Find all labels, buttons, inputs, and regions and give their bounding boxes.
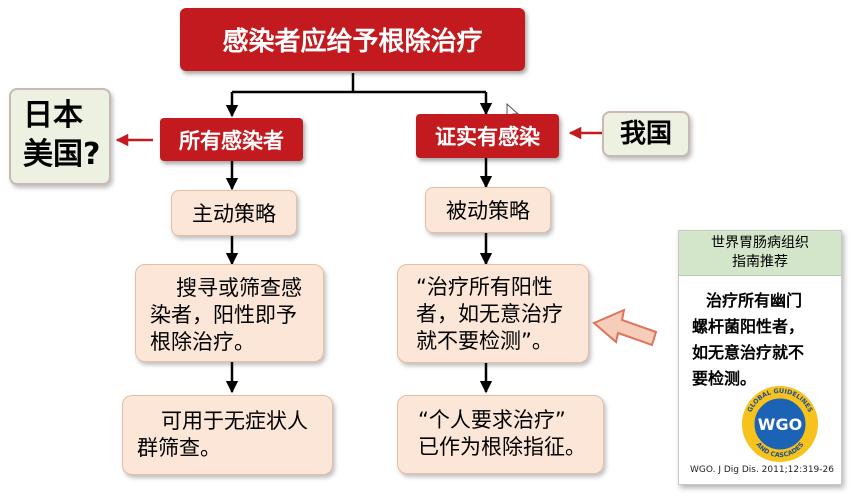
right-step1-line-3: 就不要检测”。 (416, 329, 553, 353)
wgo-logo-icon: GLOBAL GUIDELINES AND CASCADES WGO (742, 386, 818, 462)
wgo-body-line-4: 要检测。 (692, 369, 757, 388)
wgo-body-line-2: 螺杆菌阳性者， (692, 317, 805, 336)
wgo-title-line-2: 指南推荐 (732, 254, 788, 270)
wgo-body-line-3: 如无意治疗就不 (692, 343, 805, 362)
wgo-panel: 世界胃肠病组织 指南推荐 治疗所有幽门 螺杆菌阳性者， 如无意治疗就不 要检测。… (678, 230, 842, 485)
right-step1-line-1: “治疗所有阳性 (416, 275, 553, 299)
right-step1-line-2: 者，如无意治疗 (416, 302, 563, 326)
right-header: 证实有感染 (416, 114, 559, 158)
left-strategy: 主动策略 (171, 190, 297, 236)
left-step1-box: 搜寻或筛查感 染者，阳性即予 根除治疗。 (135, 264, 324, 362)
wgo-panel-header: 世界胃肠病组织 指南推荐 (679, 231, 841, 276)
right-strategy: 被动策略 (425, 187, 551, 233)
top-box: 感染者应给予根除治疗 (180, 8, 525, 71)
question-box: 日本 美国? (9, 88, 111, 185)
wgo-logo-text: WGO (758, 415, 802, 434)
left-header: 所有感染者 (160, 118, 303, 161)
right-step2-box: “个人要求治疗” 已作为根除指征。 (397, 395, 604, 474)
right-step2-line-1: “个人要求治疗” (418, 408, 566, 432)
left-step1-line-3: 根除治疗。 (150, 330, 255, 354)
question-line-2: 美国? (23, 137, 101, 172)
block-arrow-icon (592, 308, 658, 347)
left-step2-box: 可用于无症状人 群筛查。 (122, 395, 333, 475)
left-step2-line-1: 可用于无症状人 (161, 409, 308, 433)
wgo-recommendation: 治疗所有幽门 螺杆菌阳性者， 如无意治疗就不 要检测。 (679, 276, 841, 392)
left-step1-line-1: 搜寻或筛查感 (176, 276, 302, 300)
right-step1-box: “治疗所有阳性 者，如无意治疗 就不要检测”。 (397, 264, 589, 363)
wgo-body-line-1: 治疗所有幽门 (706, 291, 803, 310)
left-step2-line-2: 群筛查。 (137, 436, 221, 460)
wgo-title-line-1: 世界胃肠病组织 (711, 235, 809, 251)
right-step2-line-2: 已作为根除指征。 (418, 435, 586, 459)
wgo-citation: WGO. J Dig Dis. 2011;12:319-26 (690, 465, 834, 475)
question-line-1: 日本 (23, 98, 83, 133)
country-box: 我国 (602, 111, 690, 157)
left-step1-line-2: 染者，阳性即予 (150, 303, 297, 327)
